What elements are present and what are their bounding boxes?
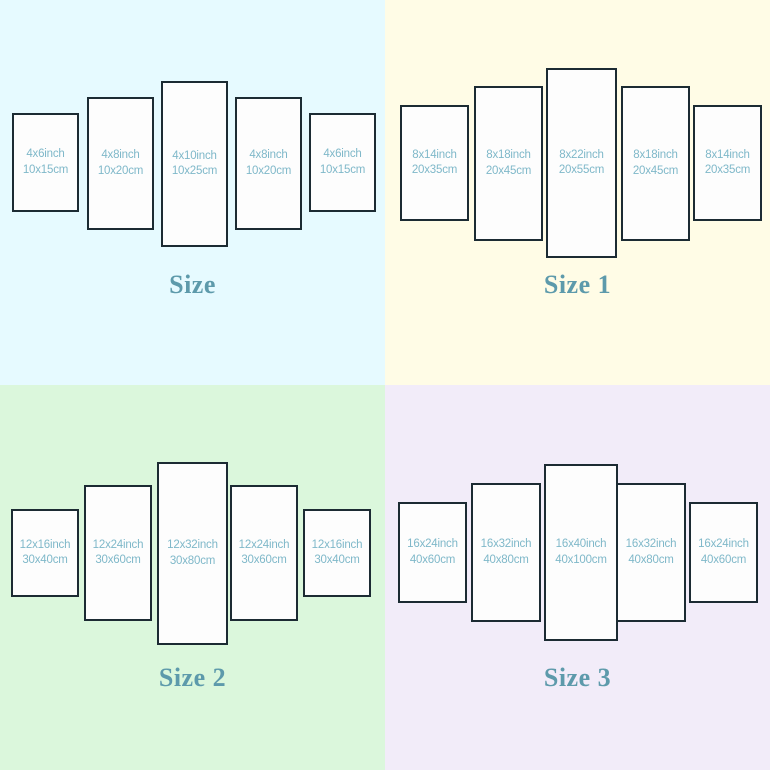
canvas-panel[interactable]: 12x24inch 30x60cm bbox=[84, 485, 152, 621]
panel-size-cm: 20x45cm bbox=[485, 164, 532, 177]
canvas-panel[interactable]: 16x24inch 40x60cm bbox=[689, 502, 758, 603]
canvas-panel[interactable]: 12x32inch 30x80cm bbox=[157, 462, 228, 645]
panel-size-cm: 20x45cm bbox=[632, 164, 679, 177]
panel-size-label: 16x40inch 40x100cm bbox=[555, 537, 607, 568]
quadrant-title-size-1: Size 1 bbox=[543, 270, 612, 299]
canvas-panel[interactable]: 8x22inch 20x55cm bbox=[546, 68, 617, 258]
panel-group-size: 4x6inch 10x15cm 4x8inch 10x20cm 4x10inch 10x2… bbox=[0, 0, 385, 300]
canvas-panel[interactable]: 8x18inch 20x45cm bbox=[621, 86, 690, 241]
panel-size-inch: 16x32inch bbox=[625, 538, 677, 551]
panel-size-inch: 12x16inch bbox=[311, 538, 363, 551]
quadrant-size-1: 8x14inch 20x35cm 8x18inch 20x45cm 8x22inch 20… bbox=[385, 0, 770, 385]
panel-group-size-2: 12x16inch 30x40cm 12x24inch 30x60cm 12x32inc… bbox=[0, 385, 385, 685]
panel-size-inch: 8x14inch bbox=[705, 148, 750, 161]
canvas-panel[interactable]: 12x24inch 30x60cm bbox=[230, 485, 298, 621]
canvas-panel[interactable]: 16x40inch 40x100cm bbox=[544, 464, 618, 641]
panel-size-cm: 40x80cm bbox=[483, 553, 529, 566]
panel-size-cm: 40x100cm bbox=[555, 553, 607, 566]
panel-size-label: 4x6inch 10x15cm bbox=[23, 147, 68, 178]
panel-size-cm: 30x40cm bbox=[22, 554, 68, 566]
panel-size-label: 12x24inch 30x60cm bbox=[93, 538, 144, 569]
panel-size-label: 8x14inch 20x35cm bbox=[705, 148, 750, 179]
canvas-panel[interactable]: 8x14inch 20x35cm bbox=[693, 105, 762, 221]
canvas-panel[interactable]: 8x18inch 20x45cm bbox=[474, 86, 543, 241]
panel-size-inch: 4x6inch bbox=[26, 148, 65, 161]
panel-size-inch: 4x8inch bbox=[101, 149, 140, 162]
panel-size-label: 4x6inch 10x15cm bbox=[320, 147, 365, 178]
quadrant-title-size: Size bbox=[169, 270, 216, 299]
panel-size-label: 16x32inch 40x80cm bbox=[481, 537, 532, 568]
panel-size-label: 4x8inch 10x20cm bbox=[246, 148, 291, 179]
panel-size-inch: 8x18inch bbox=[633, 149, 678, 162]
panel-size-cm: 30x60cm bbox=[95, 554, 141, 566]
panel-size-label: 4x10inch 10x25cm bbox=[172, 149, 217, 180]
panel-size-cm: 40x60cm bbox=[409, 553, 456, 566]
canvas-panel[interactable]: 4x6inch 10x15cm bbox=[12, 113, 79, 212]
panel-size-label: 16x32inch 40x80cm bbox=[626, 537, 677, 568]
panel-size-inch: 12x24inch bbox=[92, 538, 144, 551]
panel-size-label: 12x16inch 30x40cm bbox=[20, 538, 71, 569]
panel-size-inch: 12x16inch bbox=[19, 538, 71, 551]
canvas-panel[interactable]: 4x8inch 10x20cm bbox=[235, 97, 302, 230]
canvas-panel[interactable]: 4x6inch 10x15cm bbox=[309, 113, 376, 212]
canvas-panel[interactable]: 16x24inch 40x60cm bbox=[398, 502, 467, 603]
canvas-panel[interactable]: 12x16inch 30x40cm bbox=[11, 509, 79, 597]
panel-size-label: 12x32inch 30x80cm bbox=[167, 538, 218, 569]
panel-size-label: 8x18inch 20x45cm bbox=[633, 148, 678, 179]
panel-size-cm: 20x35cm bbox=[411, 164, 458, 176]
panel-size-cm: 10x25cm bbox=[171, 165, 218, 177]
panel-size-inch: 16x24inch bbox=[407, 538, 458, 551]
panel-size-cm: 10x20cm bbox=[97, 164, 144, 177]
panel-size-inch: 8x22inch bbox=[559, 148, 604, 161]
panel-size-label: 12x24inch 30x60cm bbox=[239, 538, 290, 569]
panel-size-cm: 30x40cm bbox=[314, 554, 360, 566]
canvas-panel[interactable]: 4x10inch 10x25cm bbox=[161, 81, 228, 247]
panel-size-inch: 16x24inch bbox=[698, 538, 749, 551]
quadrant-size-3: 16x24inch 40x60cm 16x32inch 40x80cm 16x40inc… bbox=[385, 385, 770, 770]
quadrant-size-2: 12x16inch 30x40cm 12x24inch 30x60cm 12x32inc… bbox=[0, 385, 385, 770]
panel-size-label: 8x22inch 20x55cm bbox=[559, 148, 604, 179]
panel-size-inch: 4x8inch bbox=[249, 149, 288, 162]
canvas-panel[interactable]: 16x32inch 40x80cm bbox=[616, 483, 686, 622]
quadrant-size: 4x6inch 10x15cm 4x8inch 10x20cm 4x10inch 10x2… bbox=[0, 0, 385, 385]
panel-size-inch: 12x32inch bbox=[167, 539, 218, 552]
panel-size-inch: 4x6inch bbox=[323, 148, 362, 161]
quadrant-title-size-2: Size 2 bbox=[158, 663, 227, 692]
panel-size-label: 16x24inch 40x60cm bbox=[698, 537, 749, 568]
panel-group-size-3: 16x24inch 40x60cm 16x32inch 40x80cm 16x40inc… bbox=[385, 385, 770, 685]
panel-size-label: 8x18inch 20x45cm bbox=[486, 148, 531, 179]
panel-size-label: 4x8inch 10x20cm bbox=[98, 148, 143, 179]
panel-size-label: 12x16inch 30x40cm bbox=[312, 538, 363, 569]
canvas-panel[interactable]: 12x16inch 30x40cm bbox=[303, 509, 371, 597]
panel-size-inch: 4x10inch bbox=[172, 149, 217, 162]
panel-size-cm: 20x35cm bbox=[704, 164, 751, 176]
panel-size-label: 16x24inch 40x60cm bbox=[407, 537, 458, 568]
panel-size-inch: 16x40inch bbox=[555, 538, 607, 551]
panel-size-cm: 30x80cm bbox=[169, 554, 216, 567]
panel-size-label: 8x14inch 20x35cm bbox=[412, 148, 457, 179]
canvas-panel[interactable]: 4x8inch 10x20cm bbox=[87, 97, 154, 230]
panel-size-cm: 10x15cm bbox=[319, 163, 366, 176]
panel-size-cm: 40x60cm bbox=[700, 553, 747, 566]
panel-size-cm: 40x80cm bbox=[628, 553, 674, 566]
panel-size-cm: 10x15cm bbox=[22, 163, 69, 176]
panel-size-cm: 20x55cm bbox=[558, 164, 605, 176]
panel-size-inch: 8x18inch bbox=[486, 149, 531, 162]
panel-size-inch: 8x14inch bbox=[412, 148, 457, 161]
canvas-panel[interactable]: 16x32inch 40x80cm bbox=[471, 483, 541, 622]
panel-size-inch: 16x32inch bbox=[480, 538, 532, 551]
panel-size-cm: 30x60cm bbox=[241, 554, 287, 566]
panel-size-inch: 12x24inch bbox=[238, 538, 290, 551]
panel-size-cm: 10x20cm bbox=[245, 164, 292, 177]
canvas-panel[interactable]: 8x14inch 20x35cm bbox=[400, 105, 469, 221]
panel-group-size-1: 8x14inch 20x35cm 8x18inch 20x45cm 8x22inch 20… bbox=[385, 0, 770, 300]
quadrant-title-size-3: Size 3 bbox=[543, 663, 612, 692]
